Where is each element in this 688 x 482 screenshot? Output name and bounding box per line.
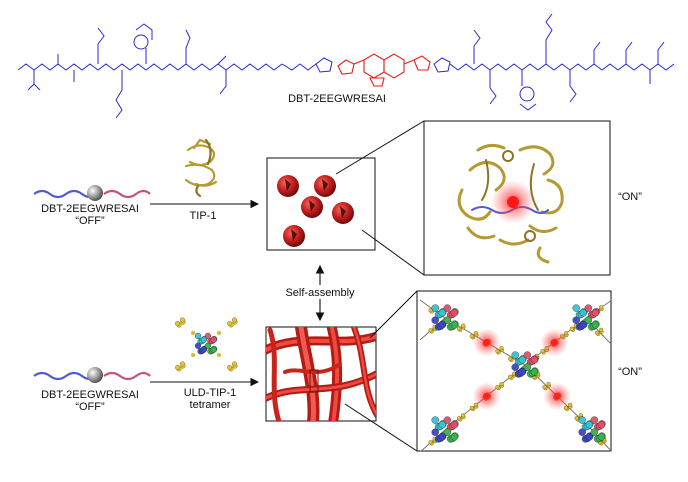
- right-triazole: [433, 57, 451, 73]
- probe-bottom: [33, 367, 151, 383]
- probe-chain-left-bottom: [33, 371, 97, 381]
- probe-state-top: “OFF”: [75, 215, 105, 227]
- probe-name-top: DBT-2EEGWRESAI: [41, 203, 139, 215]
- bound-probe-core-top: [507, 196, 519, 208]
- nanosphere: [283, 225, 305, 247]
- nanosphere: [277, 175, 299, 197]
- state-on-bottom: “ON”: [618, 366, 642, 378]
- self-assembly-label-bg: [280, 285, 360, 299]
- probe-chain-left-top: [33, 189, 97, 199]
- uld-tip1-tetramer-icon: [175, 317, 238, 372]
- lattice-tetramer: [572, 304, 600, 331]
- probe-core-ball-top: [87, 185, 103, 201]
- zoom-line-top-2: [361, 229, 425, 276]
- right-peptide-sidechains: [473, 13, 665, 111]
- zoom-line-bottom-1: [369, 290, 418, 339]
- probe-core-ball-bottom: [87, 367, 103, 383]
- nanosphere: [332, 202, 354, 224]
- dbt-core: [337, 53, 431, 87]
- tetramer-label: tetramer: [190, 399, 231, 411]
- lattice-tetramer: [431, 304, 459, 331]
- self-assembly-label: Self-assembly: [285, 287, 355, 299]
- tip1-label: TIP-1: [190, 210, 217, 222]
- state-on-top: “ON”: [618, 191, 642, 203]
- zoom-line-top-1: [335, 120, 425, 175]
- nanosphere: [301, 196, 323, 218]
- tip1-complex-zoom: [457, 143, 564, 264]
- molecule-name: DBT-2EEGWRESAI: [288, 93, 386, 105]
- probe-top: [33, 185, 151, 201]
- probe-state-bottom: “OFF”: [75, 401, 105, 413]
- lattice-tetramer: [578, 416, 606, 443]
- nanosphere: [314, 175, 336, 197]
- probe-chain-right-bottom: [103, 371, 151, 381]
- left-peptide-backbone: [17, 63, 283, 71]
- molecule-structure: DBT-2EEGWRESAI: [17, 13, 675, 119]
- left-linker: [281, 63, 317, 71]
- uld-tip1-label: ULD-TIP-1: [184, 387, 237, 399]
- zoom-line-bottom-2: [344, 403, 418, 452]
- nanospheres: [277, 175, 354, 247]
- tetramer-lattice: [431, 304, 606, 443]
- lattice-tetramer: [511, 351, 539, 378]
- left-peptide-sidechains: [27, 23, 227, 119]
- probe-name-bottom: DBT-2EEGWRESAI: [41, 389, 139, 401]
- lattice-tetramer: [431, 416, 459, 443]
- tetramer-core-icon: [194, 332, 218, 355]
- tip1-protein-icon: [184, 138, 218, 198]
- right-peptide-backbone: [449, 63, 675, 71]
- left-triazole: [315, 57, 333, 73]
- nanofibers: [266, 327, 376, 421]
- probe-chain-right-top: [103, 189, 151, 199]
